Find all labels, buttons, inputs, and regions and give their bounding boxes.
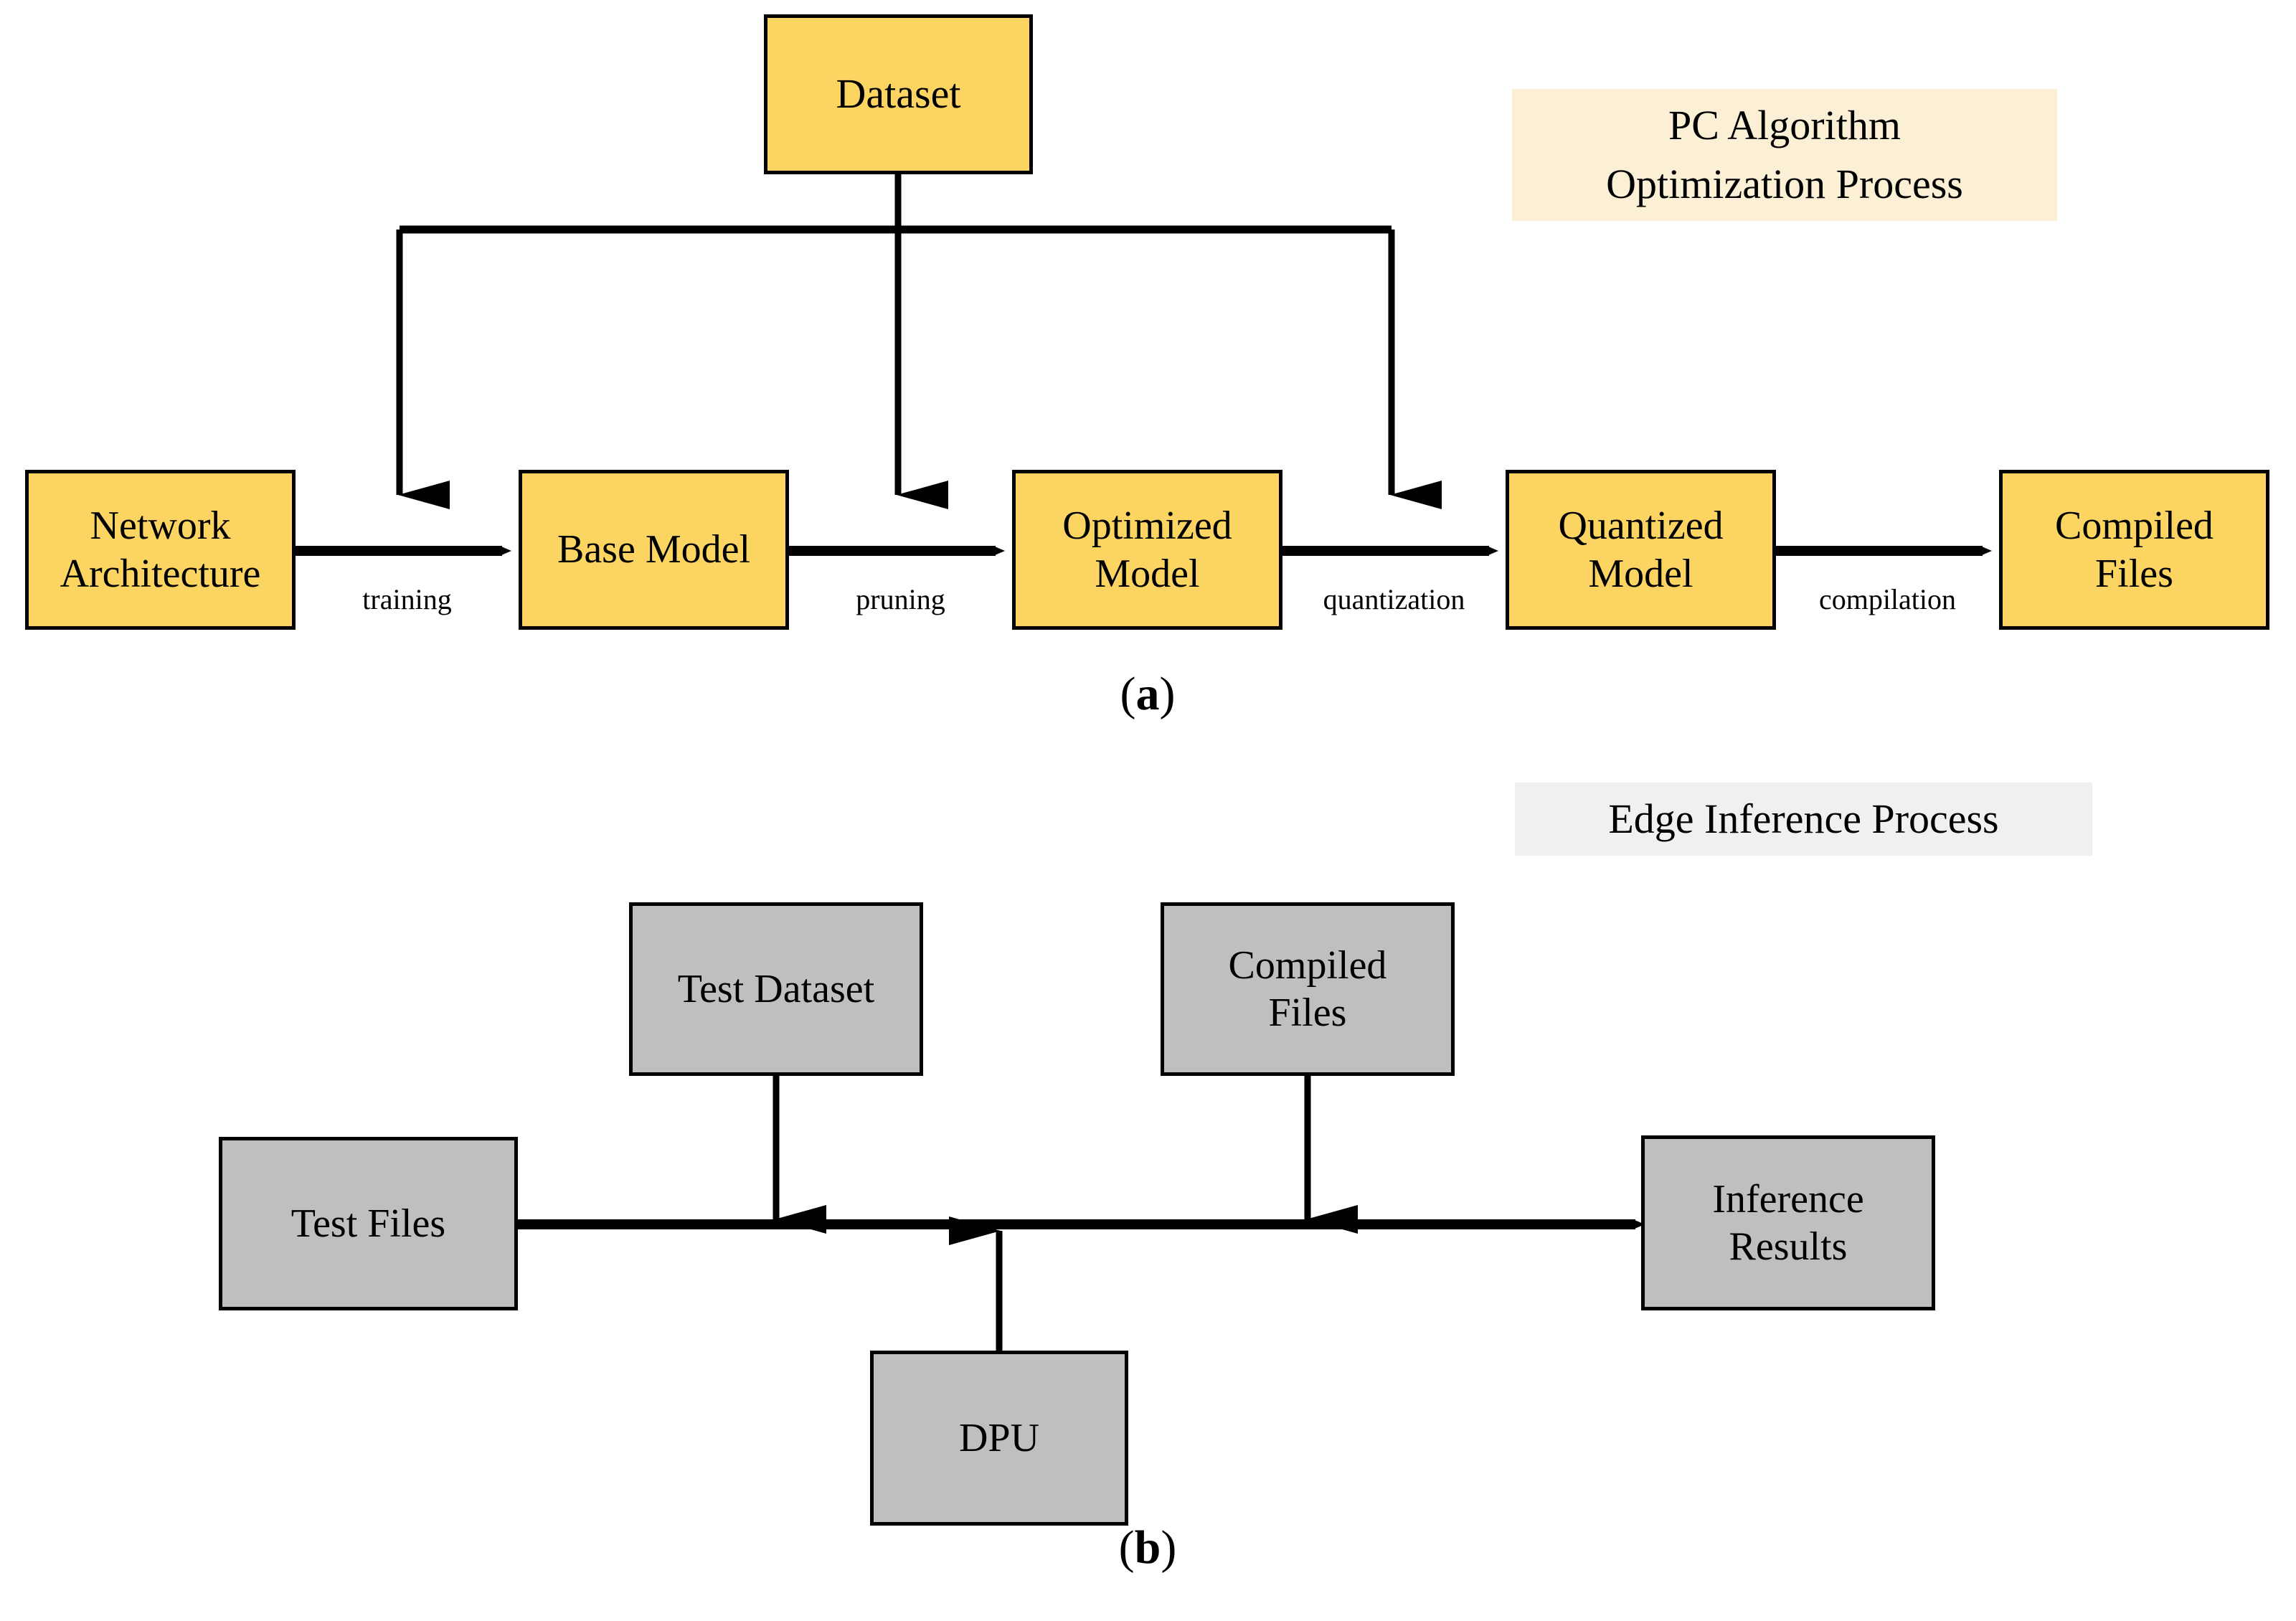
node-compiled-files-b[interactable]: Compiled Files bbox=[1161, 902, 1455, 1076]
node-inference-results-line-2: Results bbox=[1729, 1224, 1848, 1269]
connector-dataset-to-bus bbox=[396, 174, 1442, 509]
node-compiled-files-line-1: Compiled bbox=[2055, 504, 2214, 549]
edge-label-compilation: compilation bbox=[1776, 582, 1999, 616]
edge-label-compilation-text: compilation bbox=[1818, 583, 1957, 615]
node-quantized-model-label: Quantized Model bbox=[1509, 502, 1772, 597]
node-network-architecture-line-2: Architecture bbox=[60, 551, 261, 596]
node-inference-results-line-1: Inference bbox=[1712, 1176, 1864, 1221]
pc-algorithm-banner: PC Algorithm Optimization Process bbox=[1512, 89, 2057, 221]
node-dpu-label: DPU bbox=[958, 1415, 1040, 1460]
edge-inference-banner: Edge Inference Process bbox=[1515, 783, 2092, 856]
node-quantized-model[interactable]: Quantized Model bbox=[1506, 470, 1776, 630]
panel-b-caption-paren-open: ( bbox=[1118, 1521, 1135, 1574]
panel-b-caption: (b) bbox=[1040, 1521, 1255, 1575]
node-test-files[interactable]: Test Files bbox=[219, 1137, 518, 1310]
panel-a-caption: (a) bbox=[1040, 667, 1255, 722]
node-compiled-files-label: Compiled Files bbox=[2003, 502, 2266, 597]
node-base-model-label: Base Model bbox=[557, 527, 751, 572]
node-inference-results-label: Inference Results bbox=[1645, 1176, 1932, 1270]
panel-b-caption-paren-close: ) bbox=[1161, 1521, 1177, 1574]
edge-label-training-text: training bbox=[362, 583, 452, 615]
node-dpu[interactable]: DPU bbox=[870, 1351, 1128, 1526]
panel-b-caption-letter: b bbox=[1134, 1521, 1161, 1574]
node-quantized-model-line-2: Model bbox=[1588, 551, 1693, 596]
node-compiled-files-b-label: Compiled Files bbox=[1164, 942, 1451, 1036]
edge-label-training: training bbox=[296, 582, 519, 616]
node-optimized-model-label: Optimized Model bbox=[1016, 502, 1279, 597]
edge-label-quantization: quantization bbox=[1282, 582, 1506, 616]
node-network-architecture-label: Network Architecture bbox=[29, 502, 292, 597]
edge-banner-line-1: Edge Inference Process bbox=[1608, 795, 1999, 842]
node-optimized-model[interactable]: Optimized Model bbox=[1012, 470, 1282, 630]
pc-banner-line-2: Optimization Process bbox=[1606, 161, 1963, 207]
edge-label-quantization-text: quantization bbox=[1323, 583, 1465, 615]
node-optimized-model-line-2: Model bbox=[1095, 551, 1200, 596]
node-compiled-files-b-line-2: Files bbox=[1268, 991, 1347, 1035]
node-test-files-label: Test Files bbox=[290, 1201, 446, 1246]
node-network-architecture-line-1: Network bbox=[90, 504, 231, 549]
pc-banner-line-1: PC Algorithm bbox=[1668, 101, 1901, 148]
panel-a-caption-paren-close: ) bbox=[1159, 668, 1176, 720]
node-compiled-files[interactable]: Compiled Files bbox=[1999, 470, 2269, 630]
node-compiled-files-b-line-1: Compiled bbox=[1228, 942, 1387, 988]
node-network-architecture[interactable]: Network Architecture bbox=[25, 470, 296, 630]
node-optimized-model-line-1: Optimized bbox=[1062, 504, 1232, 549]
node-inference-results[interactable]: Inference Results bbox=[1641, 1135, 1935, 1310]
node-test-dataset[interactable]: Test Dataset bbox=[629, 902, 923, 1076]
node-dataset-label: Dataset bbox=[836, 70, 961, 118]
node-base-model[interactable]: Base Model bbox=[519, 470, 789, 630]
edge-label-pruning: pruning bbox=[789, 582, 1012, 616]
node-quantized-model-line-1: Quantized bbox=[1558, 504, 1724, 549]
panel-a-caption-letter: a bbox=[1135, 668, 1160, 720]
panel-a-caption-paren-open: ( bbox=[1120, 668, 1136, 720]
node-dataset[interactable]: Dataset bbox=[764, 14, 1033, 174]
node-test-dataset-label: Test Dataset bbox=[677, 966, 875, 1011]
node-compiled-files-line-2: Files bbox=[2095, 551, 2173, 596]
edge-label-pruning-text: pruning bbox=[856, 583, 945, 615]
